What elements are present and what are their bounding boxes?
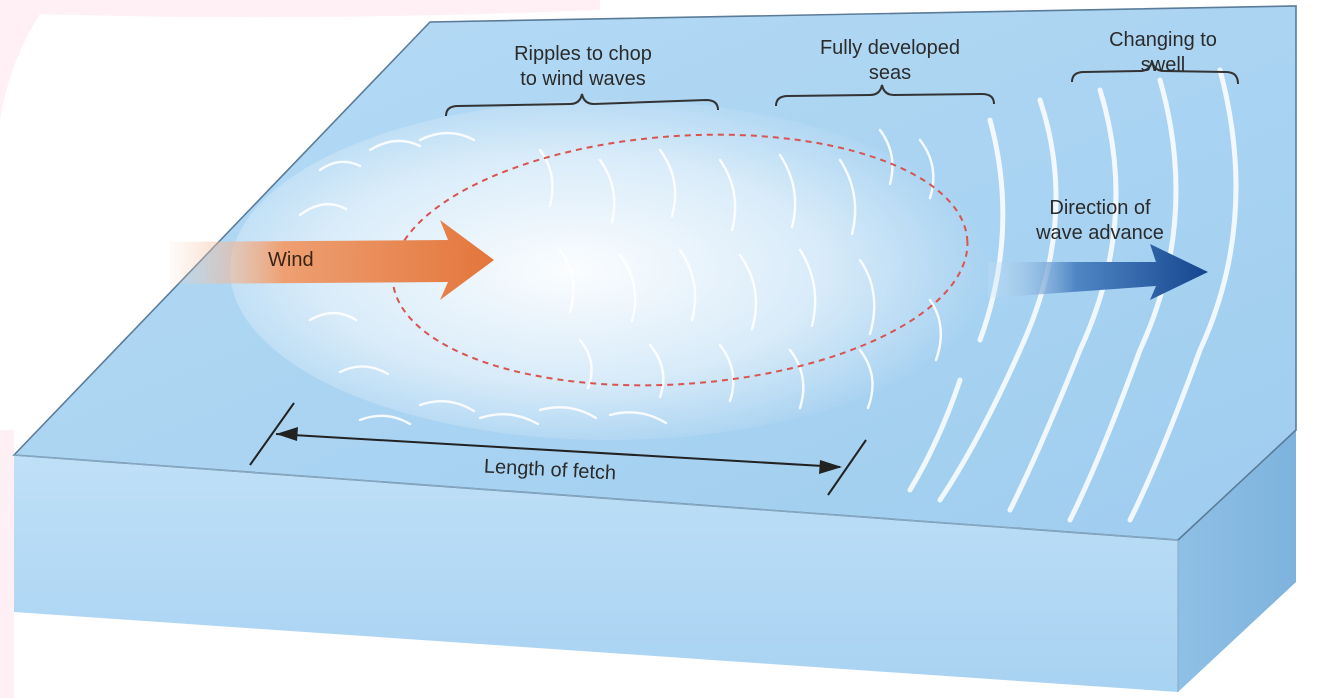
label-changing-to-swell: Changing to swell — [1068, 28, 1258, 78]
label-wind: Wind — [268, 248, 348, 273]
label-fully-developed-seas: Fully developed seas — [780, 36, 1000, 86]
label-ripples-to-wind-waves: Ripples to chop to wind waves — [458, 42, 708, 92]
label-direction-of-wave-advance: Direction of wave advance — [1000, 196, 1200, 246]
